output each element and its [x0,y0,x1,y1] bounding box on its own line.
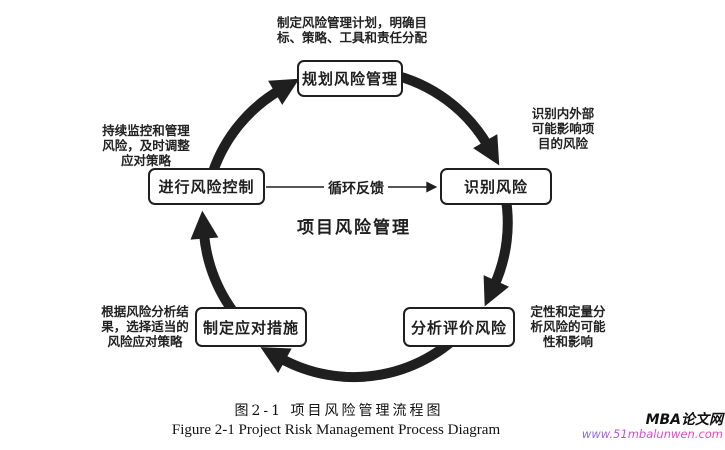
annotation-line: 果，选择适当的 [101,319,189,334]
arc-plan-to-identify [388,69,500,166]
node-analyze-evaluate-risks: 分析评价风险 [403,307,515,347]
arc-control-to-plan [206,78,300,180]
annotation-line: 识别内外部 [531,106,595,121]
annotation-line: 定性和定量分 [530,304,606,319]
figure-caption-english: Figure 2-1 Project Risk Management Proce… [171,422,501,438]
annotation-line: 可能影响项 [531,121,595,136]
annotation-line: 析风险的可能 [530,319,606,334]
annotation-line: 根据风险分析结 [101,304,189,319]
feedback-loop-label: 循环反馈 [324,178,388,198]
annotation-control: 持续监控和管理 风险，及时调整 应对策略 [76,123,216,168]
annotation-line: 目的风险 [537,136,588,151]
annotation-line: 制定风险管理计划，明确目 [276,15,427,30]
node-identify-risks: 识别风险 [440,168,552,205]
annotation-analyze: 定性和定量分 析风险的可能 性和影响 [507,304,629,349]
annotation-identify: 识别内外部 可能影响项 目的风险 [512,106,614,151]
node-develop-response-measures: 制定应对措施 [195,307,307,347]
watermark-site-name: MBA论文网 [645,412,723,428]
node-conduct-risk-control: 进行风险控制 [148,168,265,205]
figure-caption-chinese: 图2-1 项目风险管理流程图 [234,403,444,419]
node-plan-risk-management: 规划风险管理 [297,60,403,97]
watermark: MBA论文网 www.51mbalunwen.com [581,412,723,442]
diagram-center-title: 项目风险管理 [297,218,411,238]
annotation-line: 应对策略 [120,153,171,168]
arc-identify-to-analyze [483,193,513,307]
watermark-url: www.51mbalunwen.com [581,427,723,442]
annotation-plan: 制定风险管理计划，明确目 标、策略、工具和责任分配 [252,15,452,45]
annotation-line: 标、策略、工具和责任分配 [276,30,427,45]
annotation-line: 风险应对策略 [107,334,183,349]
annotation-line: 持续监控和管理 [102,123,190,138]
annotation-respond: 根据风险分析结 果，选择适当的 风险应对策略 [75,304,215,349]
annotation-line: 性和影响 [542,334,593,349]
annotation-line: 风险，及时调整 [102,138,190,153]
